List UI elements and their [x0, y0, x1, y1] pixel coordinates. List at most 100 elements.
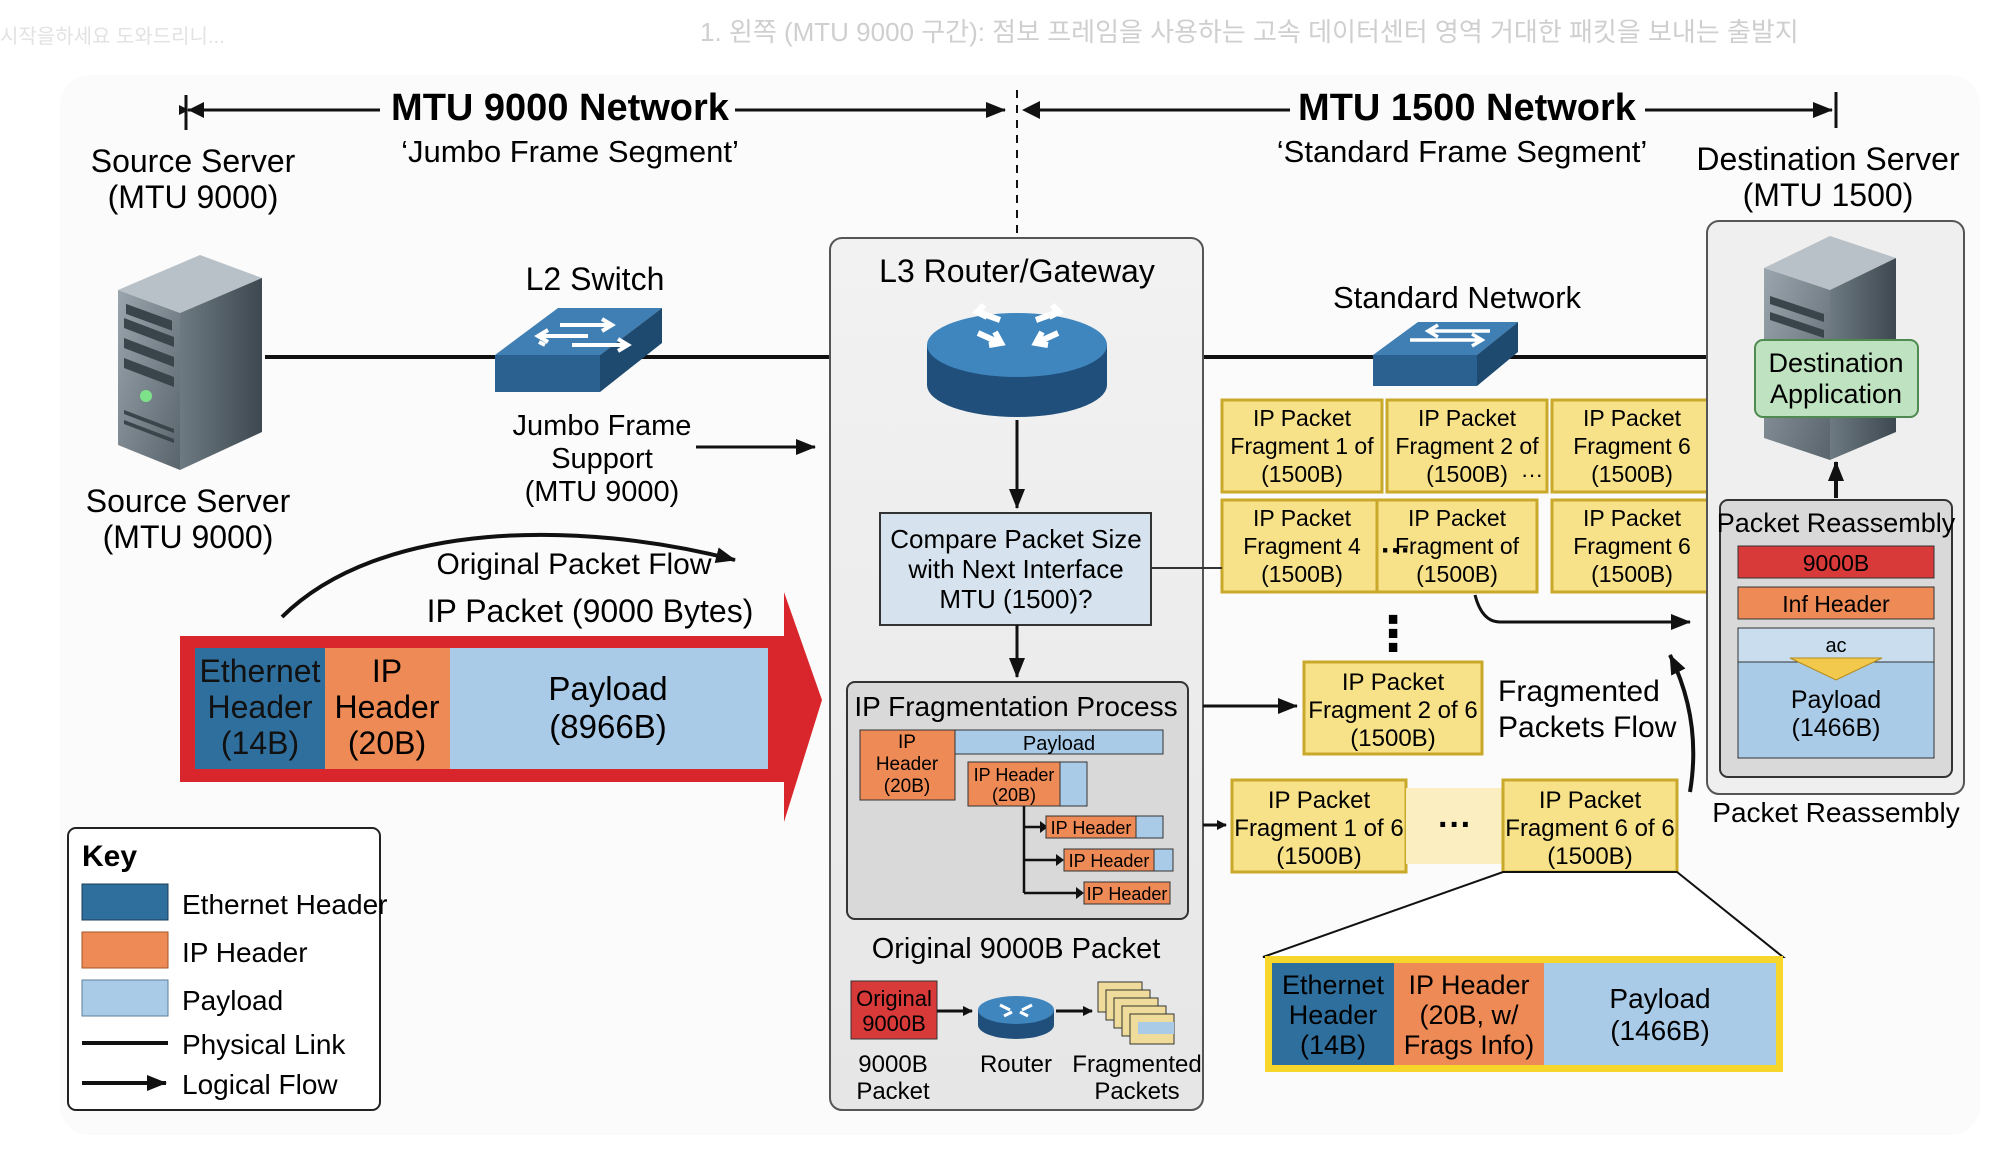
fragment-row-1	[1230, 778, 1408, 874]
svg-text:Frags Info): Frags Info)	[1404, 1030, 1535, 1060]
fragmented-flow-arrow	[1668, 654, 1696, 793]
grid-to-reassembly-arrow	[1473, 594, 1691, 630]
fragment-grid-box	[1220, 498, 1384, 594]
ellipsis-row: ···	[1438, 806, 1472, 844]
svg-text:Header: Header	[876, 754, 939, 775]
svg-text:IP Header: IP Header	[1069, 851, 1150, 871]
svg-text:(20B): (20B)	[348, 725, 426, 761]
fragmentation-title: IP Fragmentation Process	[854, 691, 1177, 722]
mtu9000-subtitle: ‘Jumbo Frame Segment’	[401, 134, 739, 169]
fragmented-flow-label-1: Fragmented	[1498, 675, 1660, 708]
source-server-top-label-1: Source Server	[91, 143, 296, 179]
svg-text:(1500B): (1500B)	[1276, 843, 1361, 870]
svg-text:IP: IP	[372, 653, 402, 689]
svg-text:(1466B): (1466B)	[1792, 714, 1881, 742]
standard-switch-icon	[1373, 322, 1518, 386]
key-title: Key	[82, 840, 137, 873]
fragment-grid-text: Fragment 4	[1243, 533, 1361, 559]
svg-text:IP Header: IP Header	[974, 765, 1055, 785]
svg-text:IP Header: IP Header	[1408, 970, 1529, 1000]
svg-text:Payload: Payload	[1791, 686, 1881, 714]
jumbo-note-2: Support	[551, 443, 653, 475]
svg-text:Header: Header	[1289, 1000, 1378, 1030]
fragment-grid-box	[1375, 498, 1539, 594]
fragment-grid-text: Fragment 2 of	[1395, 433, 1539, 459]
packet-ethernet-header	[195, 648, 325, 769]
destination-application	[1754, 339, 1919, 418]
svg-text:(1500B): (1500B)	[1547, 843, 1632, 870]
svg-text:Ethernet: Ethernet	[1282, 970, 1385, 1000]
switch-icon	[495, 308, 662, 392]
fragment-grid-box	[1385, 398, 1549, 494]
svg-text:(14B): (14B)	[221, 725, 299, 761]
fragment-grid-text: IP Packet	[1583, 505, 1682, 531]
router-title: L3 Router/Gateway	[879, 253, 1155, 289]
svg-text:IP: IP	[898, 732, 916, 753]
original-9000b-box	[850, 980, 938, 1040]
svg-text:Payload: Payload	[548, 670, 667, 707]
svg-text:9000B: 9000B	[862, 1011, 926, 1036]
svg-text:Header: Header	[208, 689, 313, 725]
key-ethernet: Ethernet Header	[182, 889, 387, 920]
key-ip: IP Header	[182, 937, 308, 968]
svg-text:Payload: Payload	[1023, 733, 1095, 755]
fragment-grid-text: (1500B)	[1591, 561, 1673, 587]
jumbo-note-3: (MTU 9000)	[525, 476, 680, 508]
router-icon	[927, 302, 1107, 417]
fragment-mid-box	[1302, 660, 1484, 756]
key-payload: Payload	[182, 985, 283, 1016]
fragment-grid-text: Fragment 6	[1573, 433, 1691, 459]
svg-text:(14B): (14B)	[1300, 1030, 1366, 1060]
svg-text:Compare Packet Size: Compare Packet Size	[890, 524, 1141, 554]
mtu9000-title: MTU 9000 Network	[391, 87, 730, 129]
fragment-grid-text: (1500B)	[1261, 461, 1343, 487]
legend-key: Key Ethernet Header IP Header Payload Ph…	[67, 827, 387, 1111]
svg-text:Destination: Destination	[1768, 348, 1903, 378]
packet-payload	[450, 648, 768, 769]
svg-text:9000B: 9000B	[1803, 550, 1870, 576]
key-logical-flow: Logical Flow	[182, 1069, 338, 1100]
svg-text:IP Header: IP Header	[1051, 818, 1132, 838]
svg-text:ac: ac	[1825, 635, 1846, 657]
svg-text:Payload: Payload	[1609, 983, 1710, 1014]
fragment-grid-text: IP Packet	[1408, 505, 1507, 531]
svg-text:(8966B): (8966B)	[549, 708, 666, 745]
source-server-top-label-2: (MTU 9000)	[108, 179, 279, 215]
source-server-bottom-label-1: Source Server	[86, 483, 291, 519]
source-server-bottom-label-2: (MTU 9000)	[103, 519, 274, 555]
original-flow-arrow	[280, 532, 736, 619]
svg-text:9000B: 9000B	[858, 1051, 927, 1078]
svg-text:Inf Header: Inf Header	[1782, 591, 1890, 617]
mtu1500-title: MTU 1500 Network	[1298, 87, 1637, 129]
compare-box	[879, 512, 1152, 626]
svg-text:IP Packet: IP Packet	[1268, 787, 1371, 814]
svg-text:Original: Original	[856, 986, 932, 1011]
mtu1500-subtitle: ‘Standard Frame Segment’	[1277, 134, 1647, 169]
fragmented-flow-label-2: Packets Flow	[1498, 711, 1677, 744]
fragment-grid-text: (1500B)	[1426, 461, 1508, 487]
svg-text:Packet: Packet	[856, 1078, 930, 1105]
svg-text:IP Packet: IP Packet	[1342, 669, 1445, 696]
fragment-grid-box	[1550, 398, 1714, 494]
original-9000b-title: Original 9000B Packet	[872, 933, 1161, 965]
ip-packet-9000: Ethernet Header (14B) IP Header (20B) Pa…	[180, 592, 822, 822]
vertical-dots: ⋮	[1369, 608, 1417, 661]
svg-text:Application: Application	[1770, 379, 1902, 409]
packet-ip-header	[325, 648, 450, 769]
original-flow-label: Original Packet Flow	[436, 548, 711, 581]
svg-text:MTU (1500)?: MTU (1500)?	[939, 584, 1092, 614]
fragment-grid-text: Fragment 1 of	[1230, 433, 1374, 459]
ellipsis-grid-row2: ···	[1381, 534, 1411, 567]
l2-switch-label: L2 Switch	[526, 261, 665, 297]
svg-text:Fragmented: Fragmented	[1072, 1051, 1201, 1078]
destination-server-label-2: (MTU 1500)	[1743, 177, 1914, 213]
fragment-grid-text: IP Packet	[1253, 505, 1352, 531]
svg-text:Fragment 2 of 6: Fragment 2 of 6	[1308, 697, 1477, 724]
left-ghost-text: 시작을하세요 도와드리니...	[0, 26, 225, 48]
svg-text:(20B, w/: (20B, w/	[1419, 1000, 1519, 1030]
fragment-grid-box	[1550, 498, 1714, 594]
svg-text:Ethernet: Ethernet	[200, 653, 321, 689]
svg-text:IP Header: IP Header	[1087, 884, 1168, 904]
